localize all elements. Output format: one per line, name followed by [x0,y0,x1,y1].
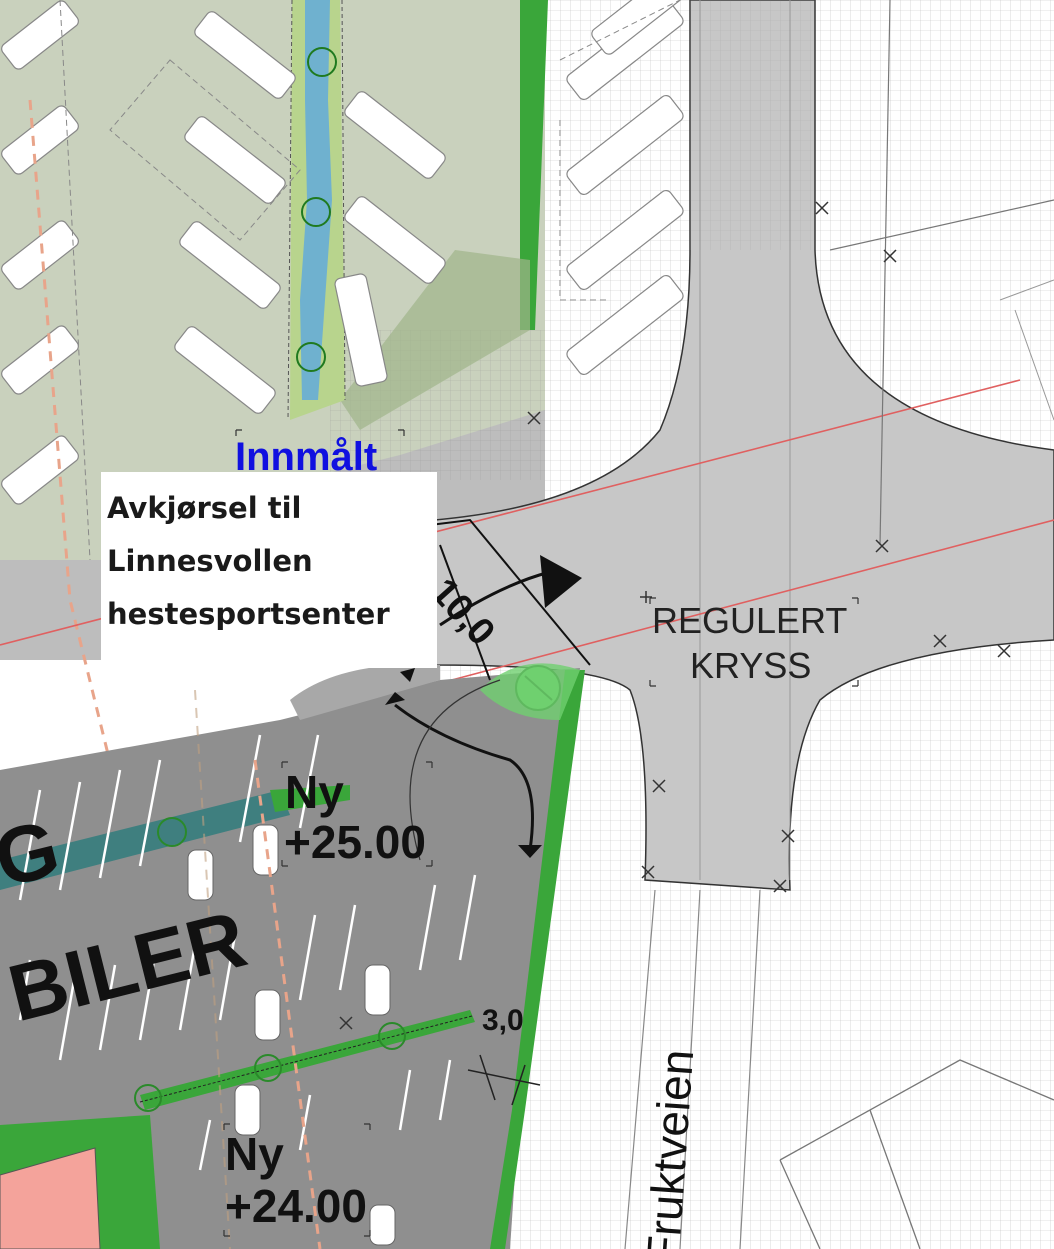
water-channel [300,0,332,400]
elevation-label-lower: +24.00 [225,1180,367,1232]
dashed-reference-line [194,689,231,1249]
innmalt-label: Innmålt [235,435,377,479]
dimension-line-3 [467,1054,541,1106]
road-regulated-crossing [434,0,1054,891]
traffic-arrow-curve [439,570,551,627]
tree-circle [254,1054,282,1082]
dimension-line-10 [439,544,491,681]
turning-arc [409,679,501,861]
stalls-east [566,0,685,376]
building-outlines-south [779,1059,1054,1249]
tree-circle [157,817,187,847]
callout-line: hestesportsenter [107,597,390,631]
elevation-label-upper: +25.00 [284,816,426,868]
arrow-head-up [385,692,405,705]
ny-label-lower: Ny [225,1128,284,1180]
manhole [301,197,331,227]
road-grid [690,0,815,250]
manhole [296,342,326,372]
channel-edge [341,0,346,401]
ny-label-upper: Ny [285,766,344,818]
arrow-head-down [518,845,542,858]
tree-circle [378,1022,406,1050]
regulert-label: REGULERT [652,600,847,641]
green-border-upper [520,0,548,330]
callout-line: Avkjørsel til [107,491,302,525]
callout-line: Linnesvollen [107,544,313,578]
survey-markers [339,201,1011,1030]
property-line [999,279,1054,421]
green-strip-light [270,785,350,812]
traffic-arrow-curve [394,703,534,851]
upper-stall-outlines [59,0,301,561]
stalls-east-outline [559,0,681,301]
building [0,1147,101,1249]
arrow-head-left [400,668,415,682]
arrow-head-right [540,555,582,608]
dimension-line-10 [429,518,591,666]
upper-parking-stalls [1,0,446,505]
tree-circle [134,1084,162,1112]
lower-parking-stripes [18,734,477,1171]
callout-box: Avkjørsel til Linnesvollen hestesportsen… [101,472,437,668]
dashed-reference-line [28,99,232,1249]
green-bank-upper [340,250,530,430]
property-line [879,0,891,546]
channel-edge [287,0,293,421]
road-fruktveien [624,889,761,1249]
turning-area [290,664,440,720]
kryss-label: KRYSS [690,645,811,686]
dimension-label-3: 3,0 [482,1004,524,1037]
strip-center [139,1015,473,1103]
property-line [829,199,1054,251]
manhole [307,47,337,77]
island-green [480,663,580,720]
green-border-lower [490,670,585,1249]
label-brackets [223,429,859,1237]
green-strip [140,1010,475,1110]
